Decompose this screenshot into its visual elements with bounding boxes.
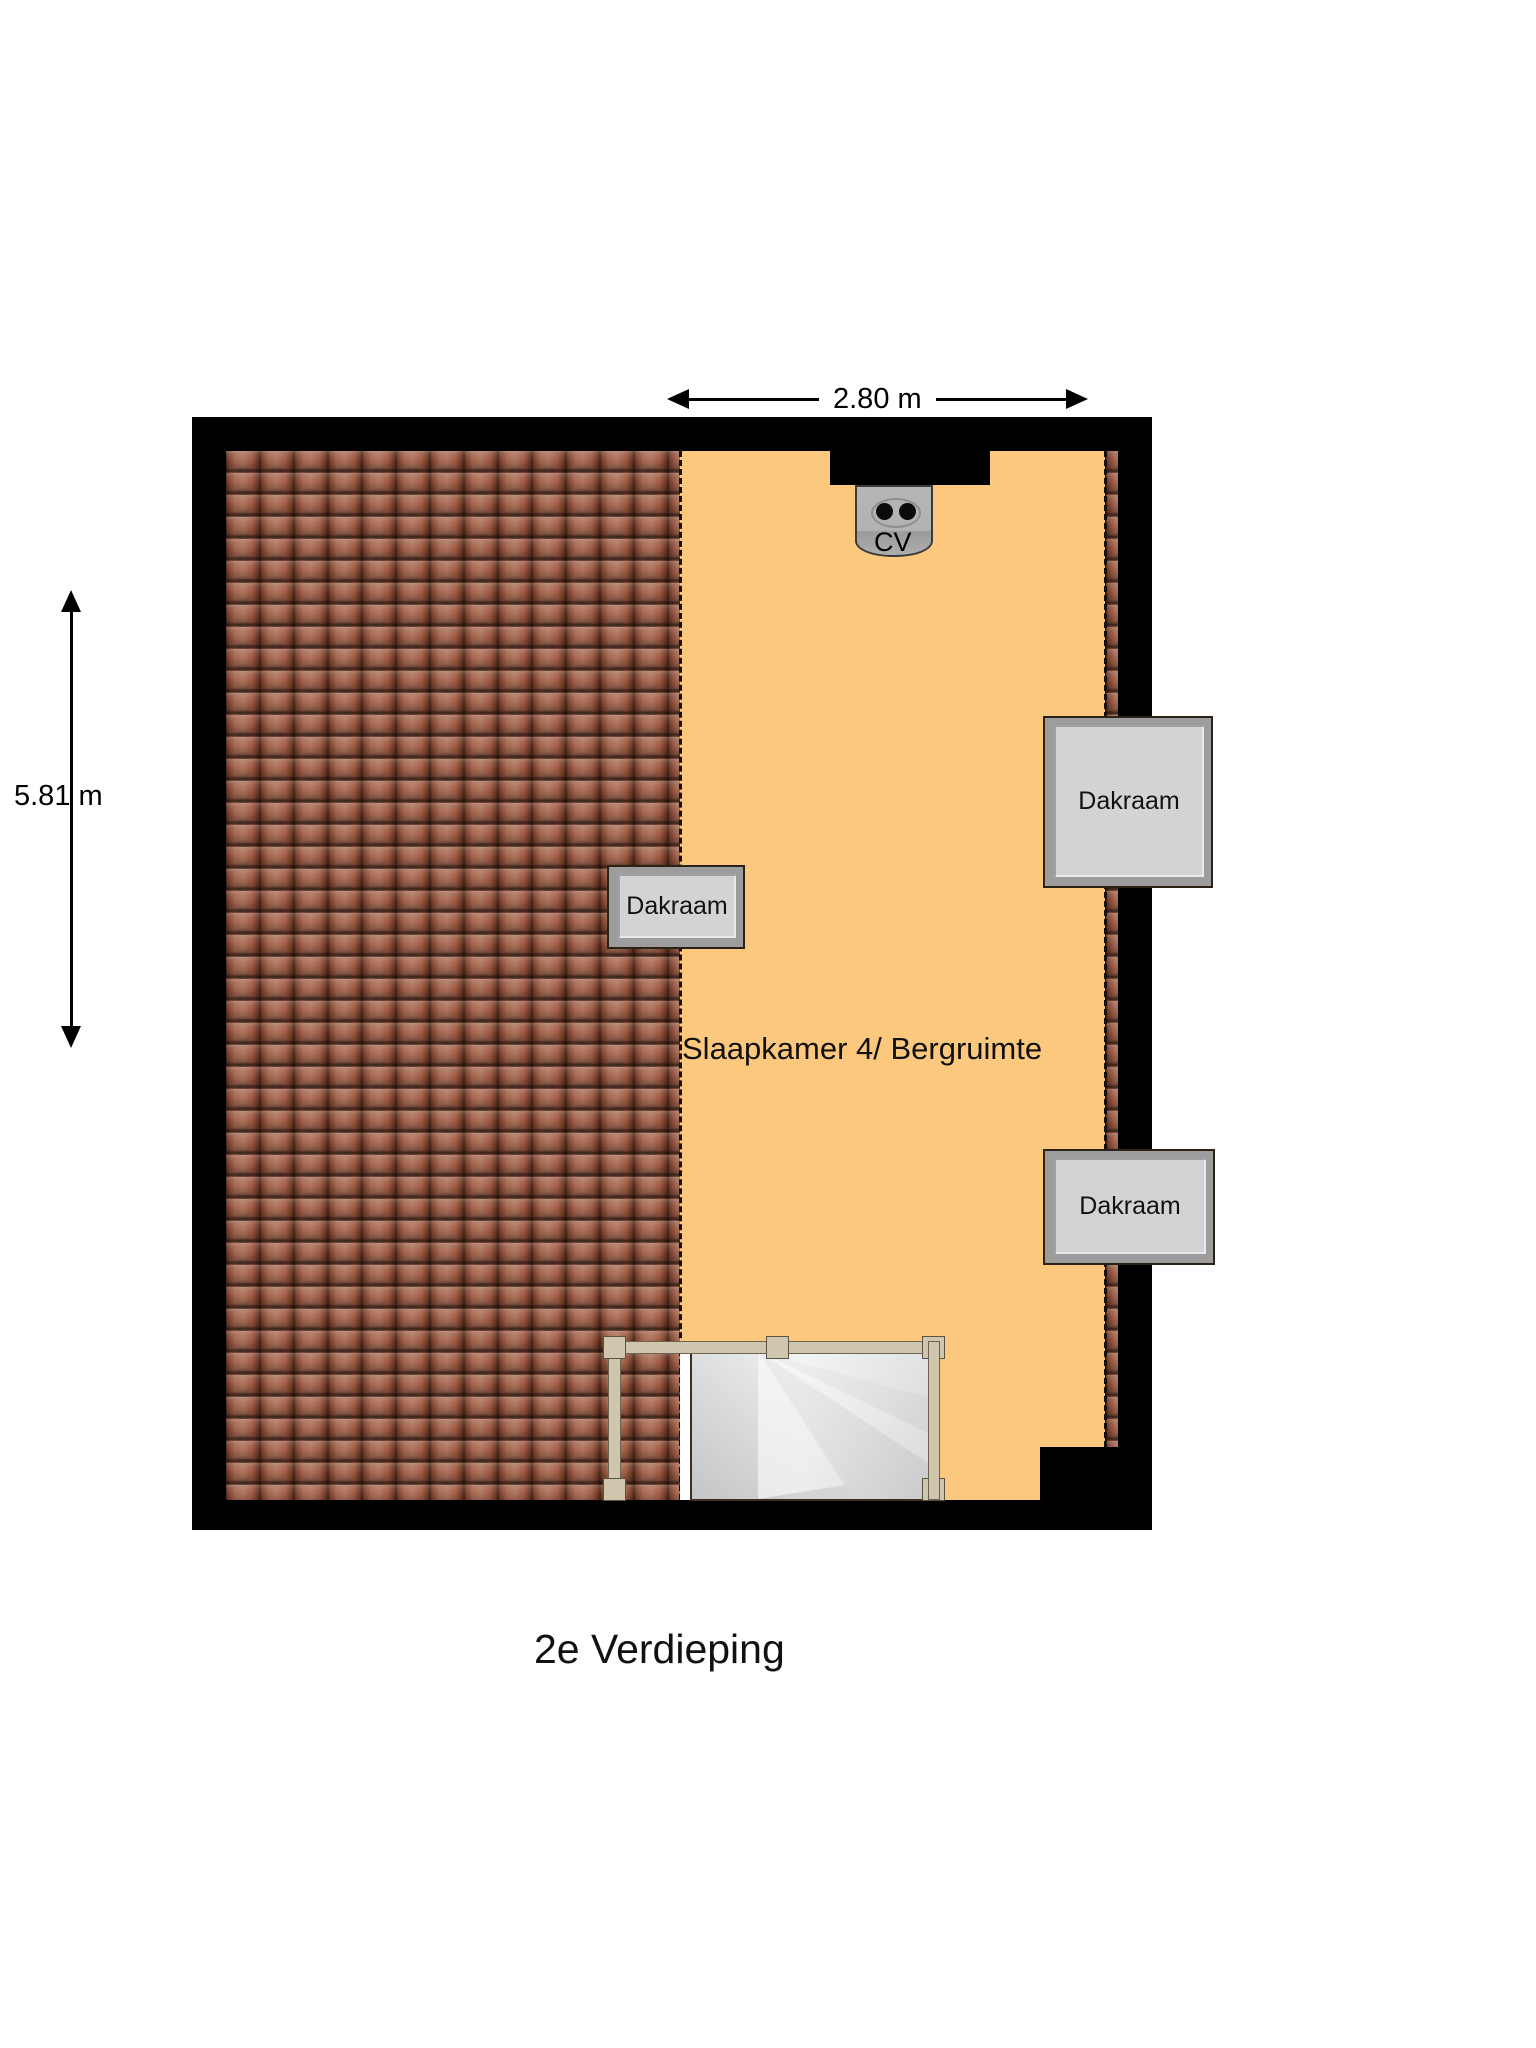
room-floor-slaapkamer-4 xyxy=(680,451,1105,1500)
dimension-width: 2.80 m xyxy=(667,384,1119,414)
cv-label: CV xyxy=(874,527,912,557)
dimension-line-right xyxy=(935,397,1066,401)
stair-handrail-left xyxy=(608,1341,621,1500)
cv-flue-port-left xyxy=(876,503,893,520)
stair-newel-post-bottom-left xyxy=(603,1478,626,1501)
roof-ridge-line-left xyxy=(679,451,682,1500)
dimension-height-label: 5.81 m xyxy=(14,780,103,812)
dimension-arrow-right xyxy=(1065,389,1088,409)
plan-title: 2e Verdieping xyxy=(534,1626,785,1672)
dimension-arrow-down xyxy=(61,1026,81,1048)
skylight-right-bottom[interactable]: Dakraam xyxy=(1043,1149,1215,1265)
roof-surface-left xyxy=(226,451,680,1500)
skylight-right-top-label: Dakraam xyxy=(1078,786,1180,815)
skylight-glass: Dakraam xyxy=(1054,725,1204,877)
dimension-line-vertical xyxy=(69,612,73,1026)
dimension-width-label: 2.80 m xyxy=(833,382,922,415)
stairwell-wall-notch xyxy=(1040,1447,1152,1500)
room-name-label: Slaapkamer 4/ Bergruimte xyxy=(682,1031,1043,1066)
staircase[interactable] xyxy=(690,1349,940,1501)
skylight-left-label: Dakraam xyxy=(626,891,728,920)
dimension-line-left xyxy=(689,397,819,401)
stair-shading xyxy=(692,1351,938,1499)
dimension-arrow-left xyxy=(667,389,689,409)
stair-handrail-right xyxy=(928,1341,940,1500)
roof-surface-right-band xyxy=(1106,451,1118,1447)
flue-shaft-wall-notch xyxy=(830,451,990,485)
skylight-glass: Dakraam xyxy=(1054,1158,1206,1254)
cv-flue-port-right xyxy=(899,503,916,520)
cv-boiler-unit[interactable] xyxy=(855,485,933,557)
cv-flue-ring xyxy=(871,498,921,528)
skylight-left[interactable]: Dakraam xyxy=(607,865,745,949)
stair-newel-post-top-left xyxy=(603,1336,626,1359)
skylight-glass: Dakraam xyxy=(618,874,736,938)
skylight-right-top[interactable]: Dakraam xyxy=(1043,716,1213,888)
dimension-height xyxy=(56,590,86,1048)
dimension-arrow-up xyxy=(61,590,81,612)
skylight-right-bottom-label: Dakraam xyxy=(1079,1191,1181,1220)
roof-ridge-line-right xyxy=(1104,451,1107,1447)
stair-newel-post-mid xyxy=(766,1336,789,1359)
